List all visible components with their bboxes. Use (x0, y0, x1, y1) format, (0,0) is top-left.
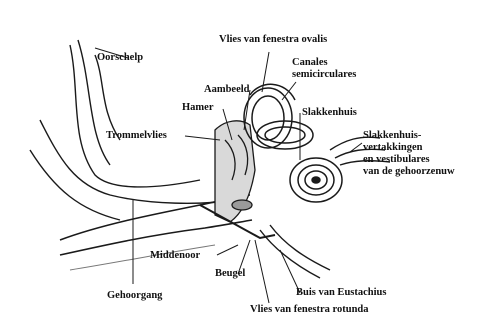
label-buis-van-eustachius: Buis van Eustachius (296, 287, 386, 299)
label-slakkenhuis: Slakkenhuis (302, 107, 357, 119)
middle-ear-drawing (200, 121, 275, 238)
label-aambeeld: Aambeeld (204, 84, 250, 96)
cochlea-drawing (290, 158, 342, 202)
label-oorschelp: Oorschelp (97, 52, 143, 64)
label-hamer: Hamer (182, 102, 214, 114)
label-trommelvlies: Trommelvlies (106, 130, 167, 142)
label-vlies-fenestra-ovalis: Vlies van fenestra ovalis (219, 34, 327, 46)
label-canales-semicirculares: Canales semicirculares (292, 57, 356, 81)
label-vlies-fenestra-rotunda: Vlies van fenestra rotunda (250, 304, 369, 316)
label-middenoor: Middenoor (150, 250, 200, 262)
label-beugel: Beugel (215, 268, 245, 280)
label-gehoorgang: Gehoorgang (107, 290, 162, 302)
eustachian-tube-drawing (260, 225, 330, 278)
label-slakkenhuis-vertakkingen: Slakkenhuis- vertakkingen en vestibulare… (363, 130, 455, 178)
